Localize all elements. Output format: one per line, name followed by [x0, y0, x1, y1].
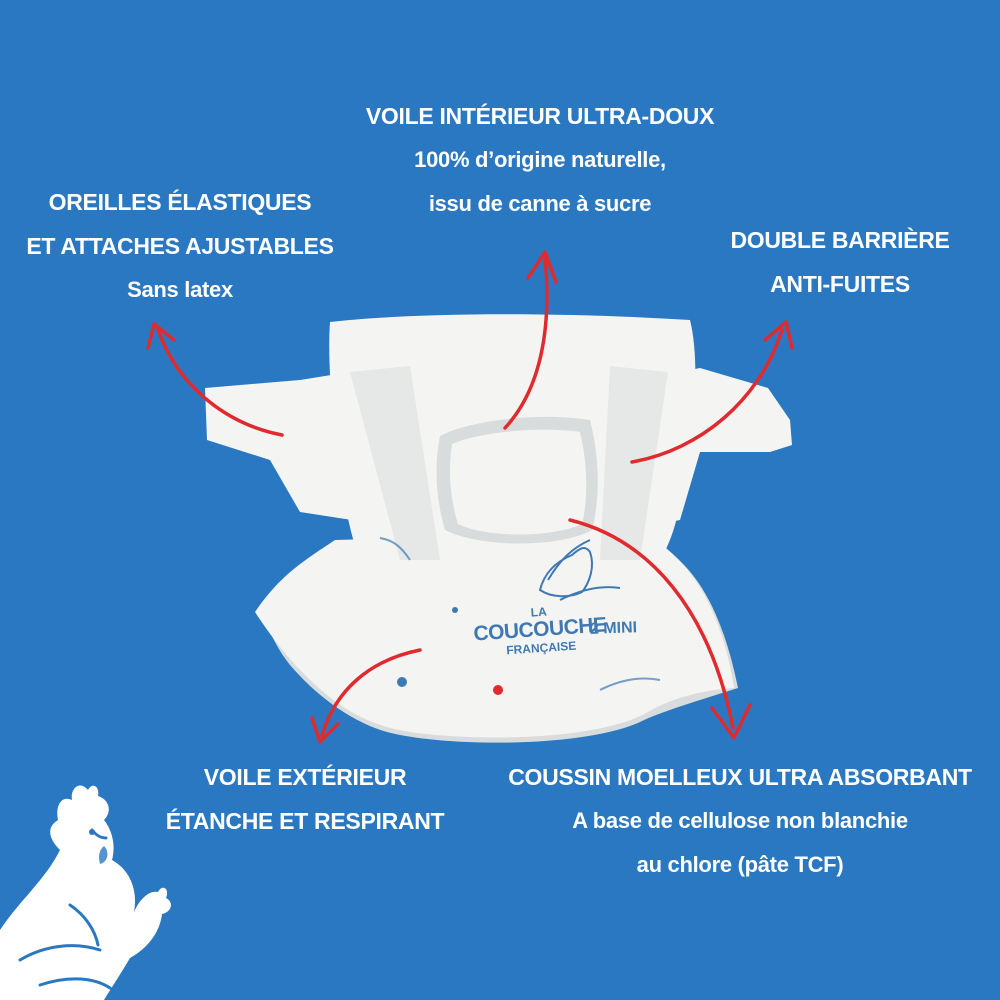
callout-line: Sans latex: [127, 277, 233, 302]
rooster-body: [0, 785, 171, 1000]
callout-elastic-ears: OREILLES ÉLASTIQUES ET ATTACHES AJUSTABL…: [20, 180, 340, 312]
arrow-outer-veil: [310, 648, 422, 744]
callout-line: 100% d’origine naturelle,: [414, 147, 666, 172]
callout-heading: ÉTANCHE ET RESPIRANT: [165, 808, 445, 834]
callout-heading: DOUBLE BARRIÈRE: [730, 227, 950, 253]
print-dot: [452, 607, 458, 613]
arrowhead: [763, 320, 794, 350]
print-dot: [493, 685, 503, 695]
rooster-outline: [18, 828, 112, 990]
arrow-double-barrier: [630, 320, 794, 464]
callout-heading: VOILE EXTÉRIEUR: [203, 764, 407, 790]
diaper-left-leg-cuff: [350, 366, 440, 560]
callout-heading: ET ATTACHES AJUSTABLES: [26, 233, 334, 259]
diaper-front-panel: [255, 532, 734, 738]
diaper-inner-veil: [450, 429, 587, 535]
callout-cushion: COUSSIN MOELLEUX ULTRA ABSORBANT A base …: [505, 755, 975, 887]
callout-heading: COUSSIN MOELLEUX ULTRA ABSORBANT: [508, 764, 972, 790]
rooster-eye: [89, 829, 95, 835]
curved-arrow-icon: [630, 328, 784, 464]
arrowhead: [146, 322, 176, 350]
print-leaf: [547, 539, 621, 601]
print-rooster-icon: [538, 547, 593, 598]
callout-heading: VOILE INTÉRIEUR ULTRA-DOUX: [365, 103, 715, 129]
callout-line: issu de canne à sucre: [428, 191, 652, 216]
arrow-cushion: [568, 518, 752, 740]
callout-heading: OREILLES ÉLASTIQUES: [48, 189, 312, 215]
arrowhead: [526, 250, 558, 284]
rooster-wattle: [99, 846, 108, 864]
callout-line: A base de cellulose non blanchie: [572, 808, 908, 833]
arrowhead: [310, 716, 340, 744]
curved-arrow-icon: [156, 328, 284, 437]
callout-double-barrier: DOUBLE BARRIÈRE ANTI-FUITES: [690, 218, 990, 306]
callout-inner-veil: VOILE INTÉRIEUR ULTRA-DOUX 100% d’origin…: [330, 94, 750, 226]
arrow-inner-veil: [503, 250, 558, 430]
curved-arrow-icon: [320, 648, 422, 738]
curved-arrow-icon: [503, 256, 549, 430]
callout-outer-veil: VOILE EXTÉRIEUR ÉTANCHE ET RESPIRANT: [150, 755, 460, 843]
diaper-left-wing: [205, 372, 370, 520]
print-dot: [397, 677, 407, 687]
curved-arrow-icon: [568, 518, 735, 730]
arrow-elastic-ears: [146, 322, 284, 437]
callout-heading: ANTI-FUITES: [770, 271, 910, 297]
arrowhead: [710, 703, 752, 740]
print-leaf: [379, 537, 661, 691]
callout-line: au chlore (pâte TCF): [636, 852, 844, 877]
